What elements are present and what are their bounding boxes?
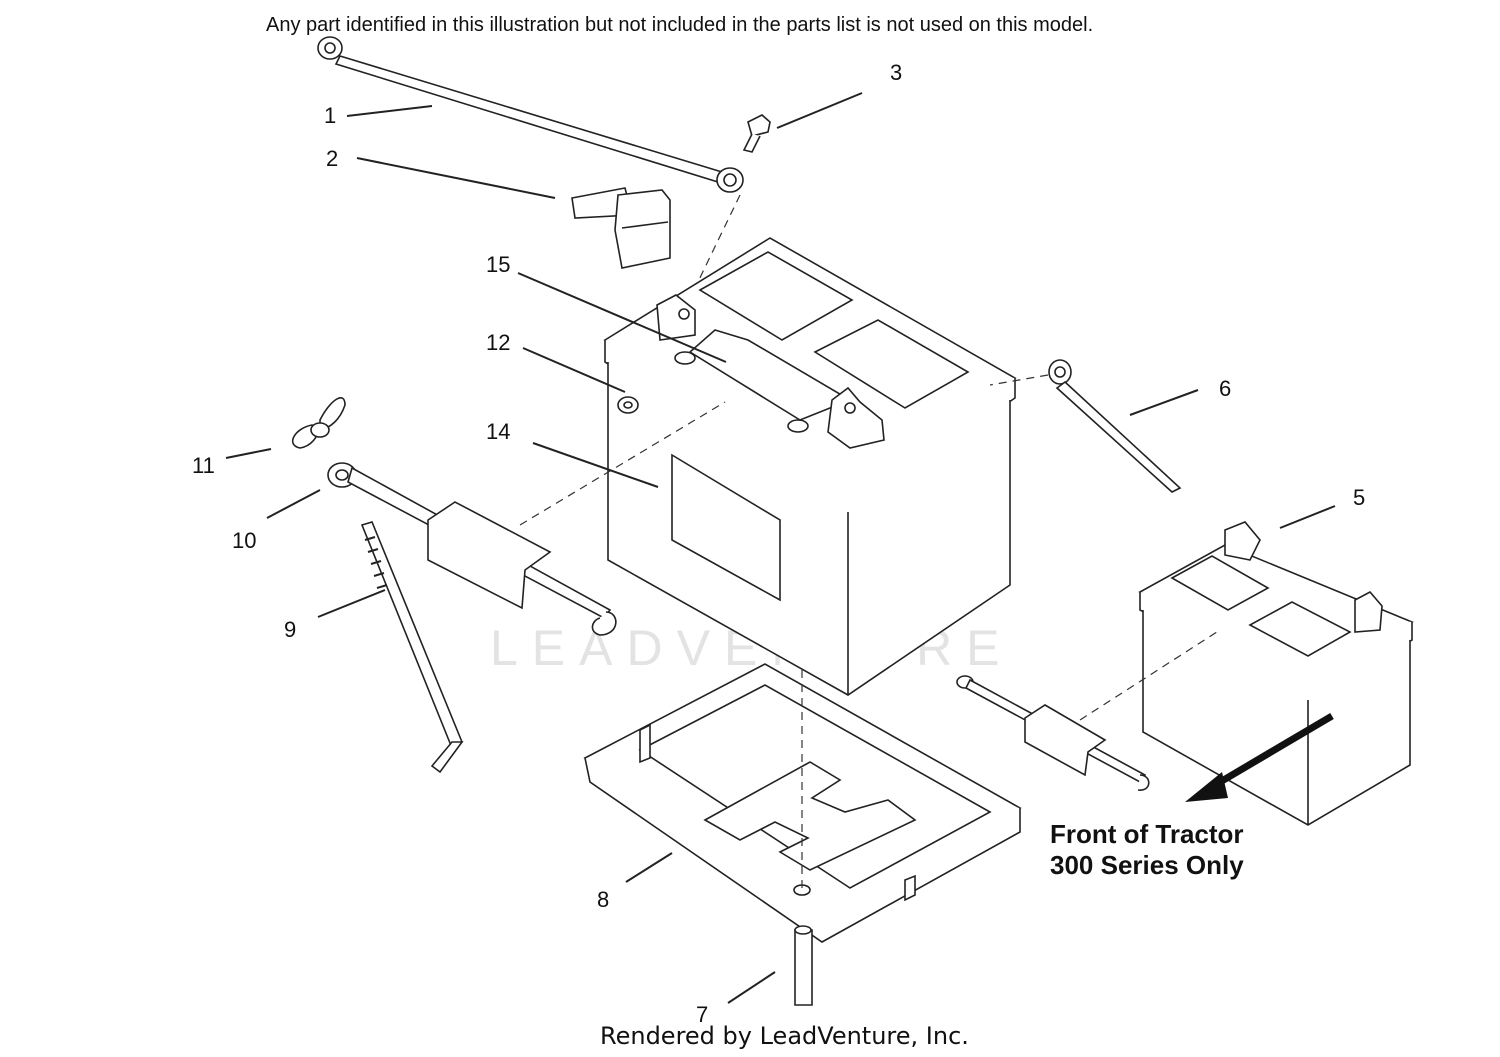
front-label-line2: 300 Series Only [1050,850,1244,880]
small-hold-down [956,675,1150,791]
part-9-j-bolt [360,521,464,774]
front-arrow [1185,712,1334,802]
callout-5: 5 [1353,485,1365,510]
part-2-terminal-cover [571,187,671,269]
main-battery [603,237,1017,696]
part-5-small-battery [1138,521,1414,826]
callout-12: 12 [486,330,510,355]
callout-9: 9 [284,617,296,642]
part-10-hold-down [327,462,617,636]
part-11-wing-nut [291,397,346,449]
part-3-bolt [742,114,771,153]
leader-lines [225,92,1336,1004]
callout-14: 14 [486,419,510,444]
callout-2: 2 [326,146,338,171]
callout-8: 8 [597,887,609,912]
front-label-line1: Front of Tractor [1050,819,1244,849]
callout-10: 10 [232,528,256,553]
callout-6: 6 [1219,376,1231,401]
illustration-note: Any part identified in this illustration… [266,14,1093,36]
callout-11: 11 [192,453,215,478]
part-6-cable [1048,359,1182,493]
callout-7: 7 [696,1002,708,1027]
part-8-tray [583,663,1022,943]
footer-credit: Rendered by LeadVenture, Inc. [600,1022,969,1050]
callout-1: 1 [324,103,336,128]
callout-15: 15 [486,252,510,277]
part-1-cable [317,36,744,193]
part-7-pin [794,925,813,1006]
callout-3: 3 [890,60,902,85]
